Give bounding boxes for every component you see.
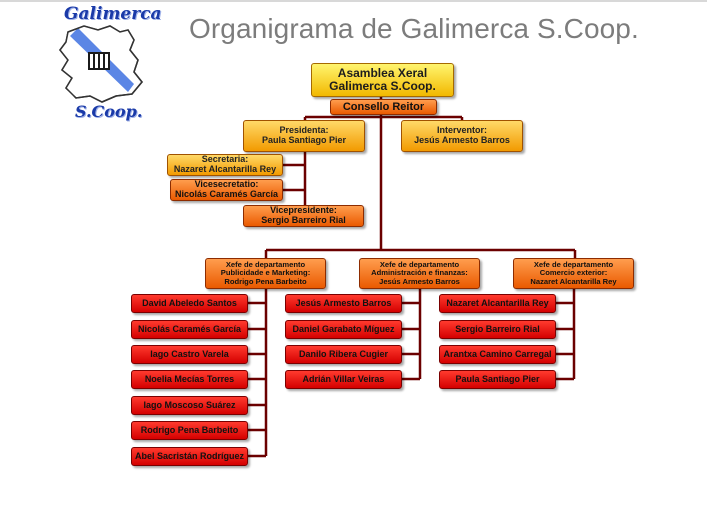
logo-top-text: Galimerca — [64, 4, 162, 24]
member-name: Iago Castro Varela — [150, 348, 229, 359]
member-name: Abel Sacristán Rodríguez — [134, 450, 245, 461]
logo-bottom-text: S.Coop. — [75, 102, 143, 121]
node-vicepresident-role: Vicepresidente: — [270, 205, 337, 216]
top-rule — [0, 0, 707, 2]
node-assembly: Asamblea Xeral Galimerca S.Coop. — [311, 63, 454, 97]
member-node: Danilo Ribera Cugier — [285, 345, 402, 364]
node-controller: Interventor: Jesús Armesto Barros — [401, 120, 523, 152]
node-vicesecretary-role: Vicesecretatio: — [194, 179, 259, 190]
galicia-map-icon — [59, 25, 143, 103]
node-assembly-line2: Galimerca S.Coop. — [329, 79, 436, 93]
member-node: Sergio Barreiro Rial — [439, 320, 556, 339]
node-vicepresident: Vicepresidente: Sergio Barreiro Rial — [243, 205, 364, 227]
member-name: Danilo Ribera Cugier — [298, 348, 388, 359]
node-secretary-role: Secretaria: — [201, 154, 249, 165]
member-node: Iago Castro Varela — [131, 345, 248, 364]
node-council-label: Consello Reitor — [342, 100, 425, 113]
node-vicesecretary: Vicesecretatio: Nicolás Caramés García — [170, 179, 283, 201]
member-node: Jesús Armesto Barros — [285, 294, 402, 313]
member-name: Jesús Armesto Barros — [295, 297, 392, 308]
node-department-foreign-trade: Xefe de departamento Comercio exterior: … — [513, 258, 634, 289]
member-name: Nicolás Caramés García — [137, 323, 242, 334]
node-president: Presidenta: Paula Santiago Pier — [243, 120, 365, 152]
node-assembly-line1: Asamblea Xeral — [337, 65, 428, 80]
node-vicesecretary-name: Nicolás Caramés García — [174, 189, 279, 199]
member-node: Nicolás Caramés García — [131, 320, 248, 339]
node-secretary-name: Nazaret Alcantarilla Rey — [173, 164, 277, 174]
member-node: Abel Sacristán Rodríguez — [131, 447, 248, 466]
member-node: Adrián Villar Veiras — [285, 370, 402, 389]
department-area: Administración e finanzas: — [371, 268, 468, 278]
member-node: Noelia Mecías Torres — [131, 370, 248, 389]
member-name: Rodrigo Pena Barbeito — [140, 424, 239, 435]
member-name: Noelia Mecías Torres — [144, 373, 235, 384]
member-name: Arantxa Camino Carregal — [443, 348, 552, 359]
node-president-role: Presidenta: — [279, 125, 329, 136]
member-node: Rodrigo Pena Barbeito — [131, 421, 248, 440]
node-department-administration: Xefe de departamento Administración e fi… — [359, 258, 480, 289]
node-council: Consello Reitor — [330, 99, 437, 115]
department-title: Xefe de departamento — [533, 259, 614, 269]
member-node: Paula Santiago Pier — [439, 370, 556, 389]
member-name: Adrián Villar Veiras — [302, 373, 385, 384]
member-node: Arantxa Camino Carregal — [439, 345, 556, 364]
node-controller-role: Interventor: — [436, 125, 487, 136]
node-secretary: Secretaria: Nazaret Alcantarilla Rey — [167, 154, 283, 176]
node-controller-name: Jesús Armesto Barros — [414, 135, 510, 145]
node-vicepresident-name: Sergio Barreiro Rial — [261, 215, 346, 225]
member-name: Nazaret Alcantarilla Rey — [446, 297, 549, 308]
member-name: Daniel Garabato Míguez — [292, 323, 395, 334]
member-name: Paula Santiago Pier — [455, 373, 540, 384]
member-name: David Abeledo Santos — [142, 297, 237, 308]
department-title: Xefe de departamento — [225, 259, 306, 269]
node-president-name: Paula Santiago Pier — [261, 135, 347, 145]
department-head: Nazaret Alcantarilla Rey — [530, 276, 617, 286]
member-node: Nazaret Alcantarilla Rey — [439, 294, 556, 313]
member-node: Daniel Garabato Míguez — [285, 320, 402, 339]
member-node: Iago Moscoso Suárez — [131, 396, 248, 415]
department-head: Rodrigo Pena Barbeito — [224, 276, 307, 286]
member-name: Iago Moscoso Suárez — [143, 399, 236, 410]
department-title: Xefe de departamento — [379, 259, 460, 269]
page-title: Organigrama de Galimerca S.Coop. — [189, 13, 639, 44]
member-node: David Abeledo Santos — [131, 294, 248, 313]
department-area: Publicidade e Marketing: — [220, 268, 311, 278]
department-head: Jesús Armesto Barros — [379, 276, 460, 286]
department-area: Comercio exterior: — [539, 268, 608, 278]
node-department-marketing: Xefe de departamento Publicidade e Marke… — [205, 258, 326, 289]
member-name: Sergio Barreiro Rial — [455, 323, 540, 334]
